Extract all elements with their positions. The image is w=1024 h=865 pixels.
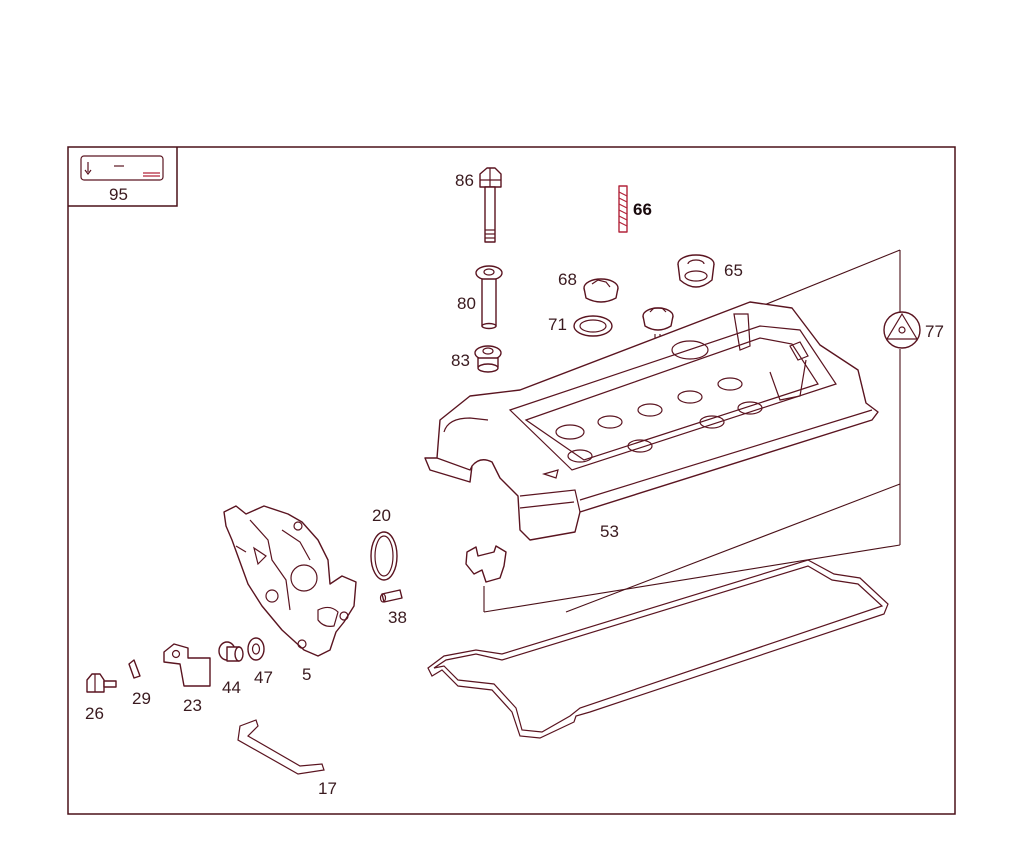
- part-65-plug[interactable]: [677, 254, 715, 288]
- part-47-washer[interactable]: [247, 637, 265, 661]
- part-20-o-ring[interactable]: [370, 531, 398, 581]
- part-26-bolt[interactable]: [86, 673, 117, 693]
- label-53: 53: [600, 522, 619, 541]
- part-clip[interactable]: [465, 545, 507, 583]
- label-17: 17: [318, 779, 337, 798]
- part-23-bracket[interactable]: [163, 643, 211, 687]
- label-65: 65: [724, 261, 743, 280]
- part-66-stud[interactable]: [618, 185, 628, 233]
- part-71-seal-ring[interactable]: [573, 315, 613, 337]
- label-29: 29: [132, 689, 151, 708]
- legend-box: 95: [68, 147, 178, 207]
- part-gasket[interactable]: [427, 559, 889, 739]
- label-66: 66: [633, 200, 652, 219]
- label-71: 71: [548, 315, 567, 334]
- part-53-cylinder-head-cover[interactable]: [424, 301, 879, 541]
- label-26: 26: [85, 704, 104, 723]
- part-38-pin[interactable]: [379, 589, 403, 603]
- part-filler-neck[interactable]: [642, 307, 674, 331]
- torque-spec-icon: [80, 155, 164, 181]
- label-20: 20: [372, 506, 391, 525]
- label-80: 80: [457, 294, 476, 313]
- part-29-washer[interactable]: [128, 659, 141, 679]
- label-44: 44: [222, 678, 241, 697]
- label-47: 47: [254, 668, 273, 687]
- part-68-oil-cap[interactable]: [583, 278, 619, 303]
- label-86: 86: [455, 171, 474, 190]
- label-68: 68: [558, 270, 577, 289]
- part-80-sleeve[interactable]: [475, 265, 503, 330]
- part-5-timing-cover[interactable]: [223, 505, 357, 657]
- part-44-plug-screw[interactable]: [218, 641, 244, 662]
- label-23: 23: [183, 696, 202, 715]
- diagram-frame: [67, 146, 956, 815]
- part-83-grommet[interactable]: [474, 345, 502, 373]
- part-86-bolt[interactable]: [479, 167, 502, 243]
- legend-label: 95: [109, 185, 128, 204]
- label-83: 83: [451, 351, 470, 370]
- part-77-nut[interactable]: [883, 311, 921, 349]
- part-17-seal-strip[interactable]: [237, 719, 325, 775]
- label-77: 77: [925, 322, 944, 341]
- label-5: 5: [302, 665, 311, 684]
- label-38: 38: [388, 608, 407, 627]
